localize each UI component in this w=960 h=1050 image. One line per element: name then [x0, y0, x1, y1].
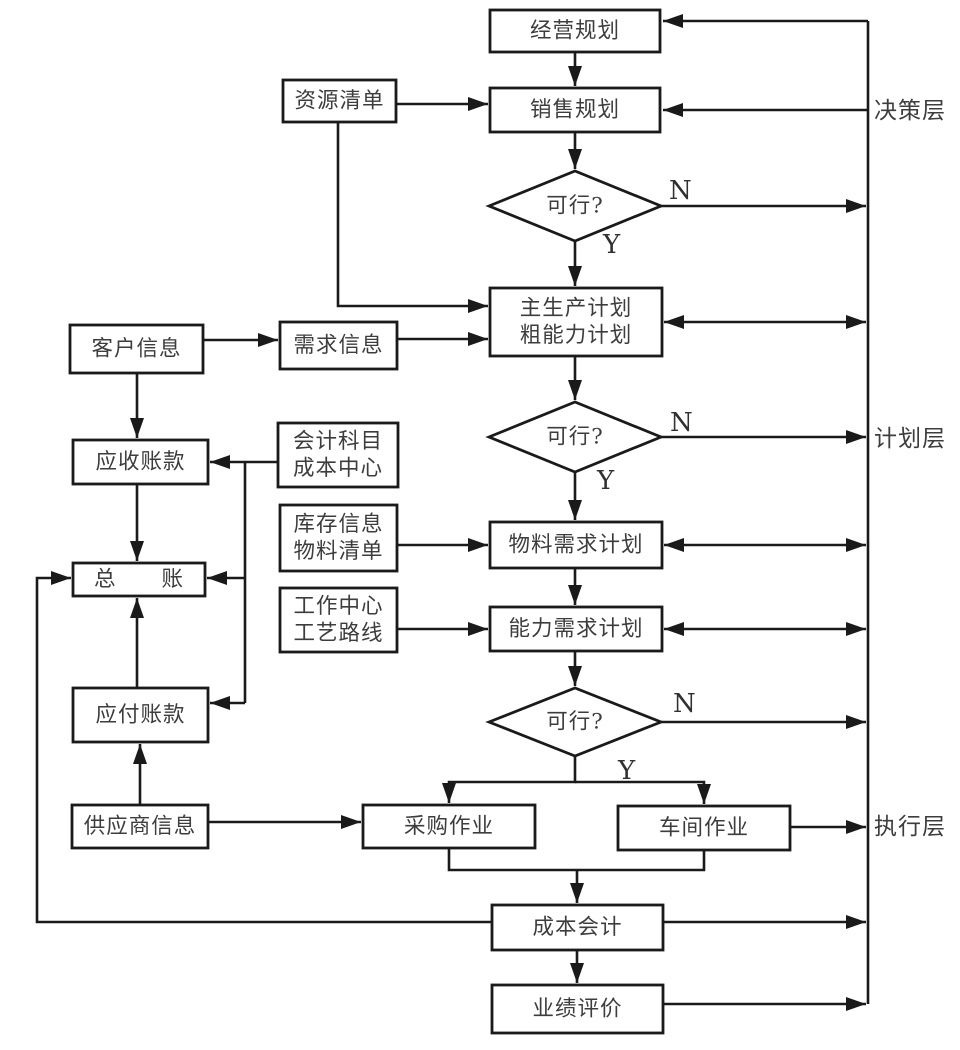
business-planning-label: 经营规划: [530, 19, 620, 44]
node-customer-info: 客户信息: [68, 323, 205, 375]
label-planning-layer: 计划层: [874, 426, 946, 452]
supplier-info-label: 供应商信息: [84, 814, 197, 839]
performance-evaluation-box: [490, 983, 665, 1035]
general-ledger-label: 总 账: [94, 567, 184, 592]
shop-floor-operations-box: [616, 804, 792, 852]
material-requirements-plan-label: 物料需求计划: [508, 533, 643, 558]
node-resource-list: 资源清单: [281, 78, 398, 124]
inventory-info-bom-label: 库存信息: [293, 512, 383, 537]
feasible-check-3-diamond: [485, 686, 665, 758]
demand-info-label: 需求信息: [293, 333, 383, 358]
feasible-check-2-label: 可行?: [546, 425, 604, 450]
purchasing-operations-box: [361, 803, 537, 850]
node-performance-evaluation: 业绩评价: [490, 983, 665, 1035]
business-planning-box: [488, 8, 662, 54]
feasible-check-1-label: 可行?: [546, 194, 604, 219]
purchasing-operations-label: 采购作业: [404, 814, 494, 839]
node-general-ledger: 总 账: [71, 561, 207, 598]
master-production-plan-label: 粗能力计划: [520, 323, 633, 348]
work-center-routing-box: [278, 586, 399, 654]
node-feasible-check-1: 可行?: [485, 169, 665, 243]
node-demand-info: 需求信息: [278, 320, 399, 371]
accounts-payable-box: [71, 686, 210, 744]
edge-resource-to-mps: [336, 122, 488, 313]
supplier-info-box: [70, 803, 210, 850]
node-accounts-receivable: 应收账款: [71, 438, 210, 486]
feasible-check-3-label: 可行?: [546, 710, 604, 735]
label-decision-layer: 决策层: [874, 98, 946, 124]
master-production-plan-box: [488, 286, 664, 358]
customer-info-box: [68, 323, 205, 375]
general-ledger-box: [71, 561, 207, 598]
capacity-requirements-plan-label: 能力需求计划: [508, 617, 643, 642]
node-sales-planning: 销售规划: [488, 86, 662, 134]
performance-evaluation-label: 业绩评价: [532, 997, 622, 1022]
label-execution-layer: 执行层: [874, 814, 946, 840]
accounts-receivable-label: 应收账款: [95, 450, 185, 475]
feasible-check-2-diamond: [485, 400, 665, 474]
node-purchasing-operations: 采购作业: [361, 803, 537, 850]
label-yes-label-3: Y: [617, 756, 636, 786]
capacity-requirements-plan-box: [488, 605, 664, 653]
account-subjects-cost-center-label: 会计科目: [293, 429, 383, 454]
material-requirements-plan-box: [488, 520, 664, 570]
resource-list-box: [281, 78, 398, 124]
sales-planning-label: 销售规划: [530, 98, 620, 123]
sales-planning-box: [488, 86, 662, 134]
inventory-info-bom-box: [278, 503, 399, 573]
label-no-label-1: N: [669, 176, 692, 206]
work-center-routing-label: 工艺路线: [293, 621, 383, 646]
accounts-receivable-box: [71, 438, 210, 486]
node-supplier-info: 供应商信息: [70, 803, 210, 850]
label-no-label-3: N: [673, 689, 696, 719]
shop-floor-operations-label: 车间作业: [659, 816, 749, 841]
master-production-plan-label: 主生产计划: [520, 296, 633, 321]
demand-info-box: [278, 320, 399, 371]
resource-list-label: 资源清单: [294, 89, 384, 114]
customer-info-label: 客户信息: [91, 337, 181, 362]
node-feasible-check-2: 可行?: [485, 400, 665, 474]
cost-accounting-box: [490, 903, 665, 952]
account-subjects-cost-center-box: [276, 421, 400, 489]
accounts-payable-label: 应付账款: [95, 703, 185, 728]
node-accounts-payable: 应付账款: [71, 686, 210, 744]
work-center-routing-label: 工作中心: [293, 594, 383, 619]
feasible-check-1-diamond: [485, 169, 665, 243]
node-material-requirements-plan: 物料需求计划: [488, 520, 664, 570]
label-yes-label-2: Y: [596, 466, 615, 496]
node-shop-floor-operations: 车间作业: [616, 804, 792, 852]
cost-accounting-label: 成本会计: [532, 915, 622, 940]
edge-check3-yes-left-branch: [442, 756, 577, 803]
node-capacity-requirements-plan: 能力需求计划: [488, 605, 664, 653]
inventory-info-bom-label: 物料清单: [293, 539, 383, 564]
edge-check3-yes-right-branch: [575, 780, 711, 804]
node-business-planning: 经营规划: [488, 8, 662, 54]
label-yes-label-1: Y: [602, 230, 621, 260]
node-feasible-check-3: 可行?: [485, 686, 665, 758]
edge-cost-loop-to-ledger: [35, 571, 492, 924]
node-cost-accounting: 成本会计: [490, 903, 665, 952]
label-no-label-2: N: [670, 408, 693, 438]
account-subjects-cost-center-label: 成本中心: [293, 456, 383, 481]
